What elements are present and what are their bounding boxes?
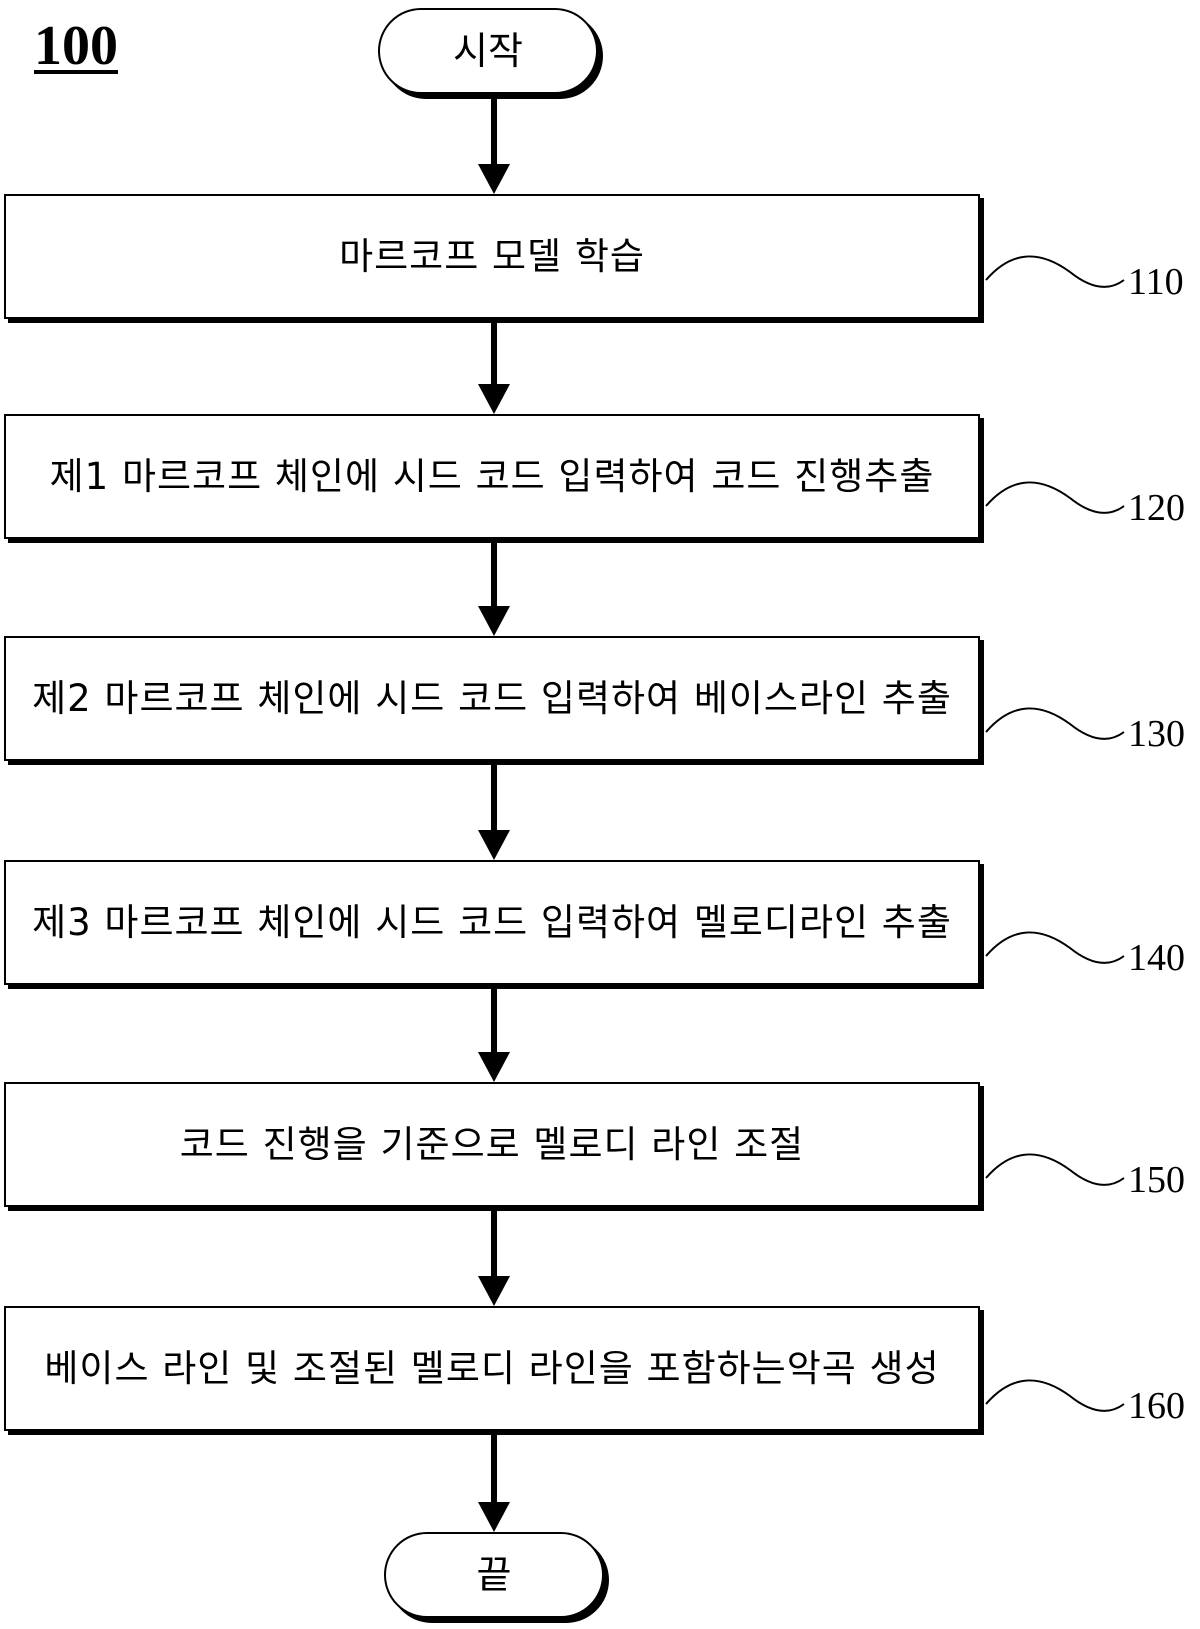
arrowhead-150-to-160 xyxy=(478,1276,510,1306)
leader-line-110 xyxy=(986,256,1124,287)
leader-line-120 xyxy=(986,482,1124,513)
arrowhead-110-to-120 xyxy=(478,384,510,414)
arrowhead-120-to-130 xyxy=(478,606,510,636)
arrowhead-130-to-140 xyxy=(478,830,510,860)
arrowhead-start-to-110 xyxy=(478,164,510,194)
arrowhead-160-to-end xyxy=(478,1502,510,1532)
leader-line-160 xyxy=(986,1380,1124,1411)
leader-line-150 xyxy=(986,1154,1124,1185)
leader-line-140 xyxy=(986,932,1124,963)
arrowhead-140-to-150 xyxy=(478,1052,510,1082)
leader-line-130 xyxy=(986,708,1124,739)
